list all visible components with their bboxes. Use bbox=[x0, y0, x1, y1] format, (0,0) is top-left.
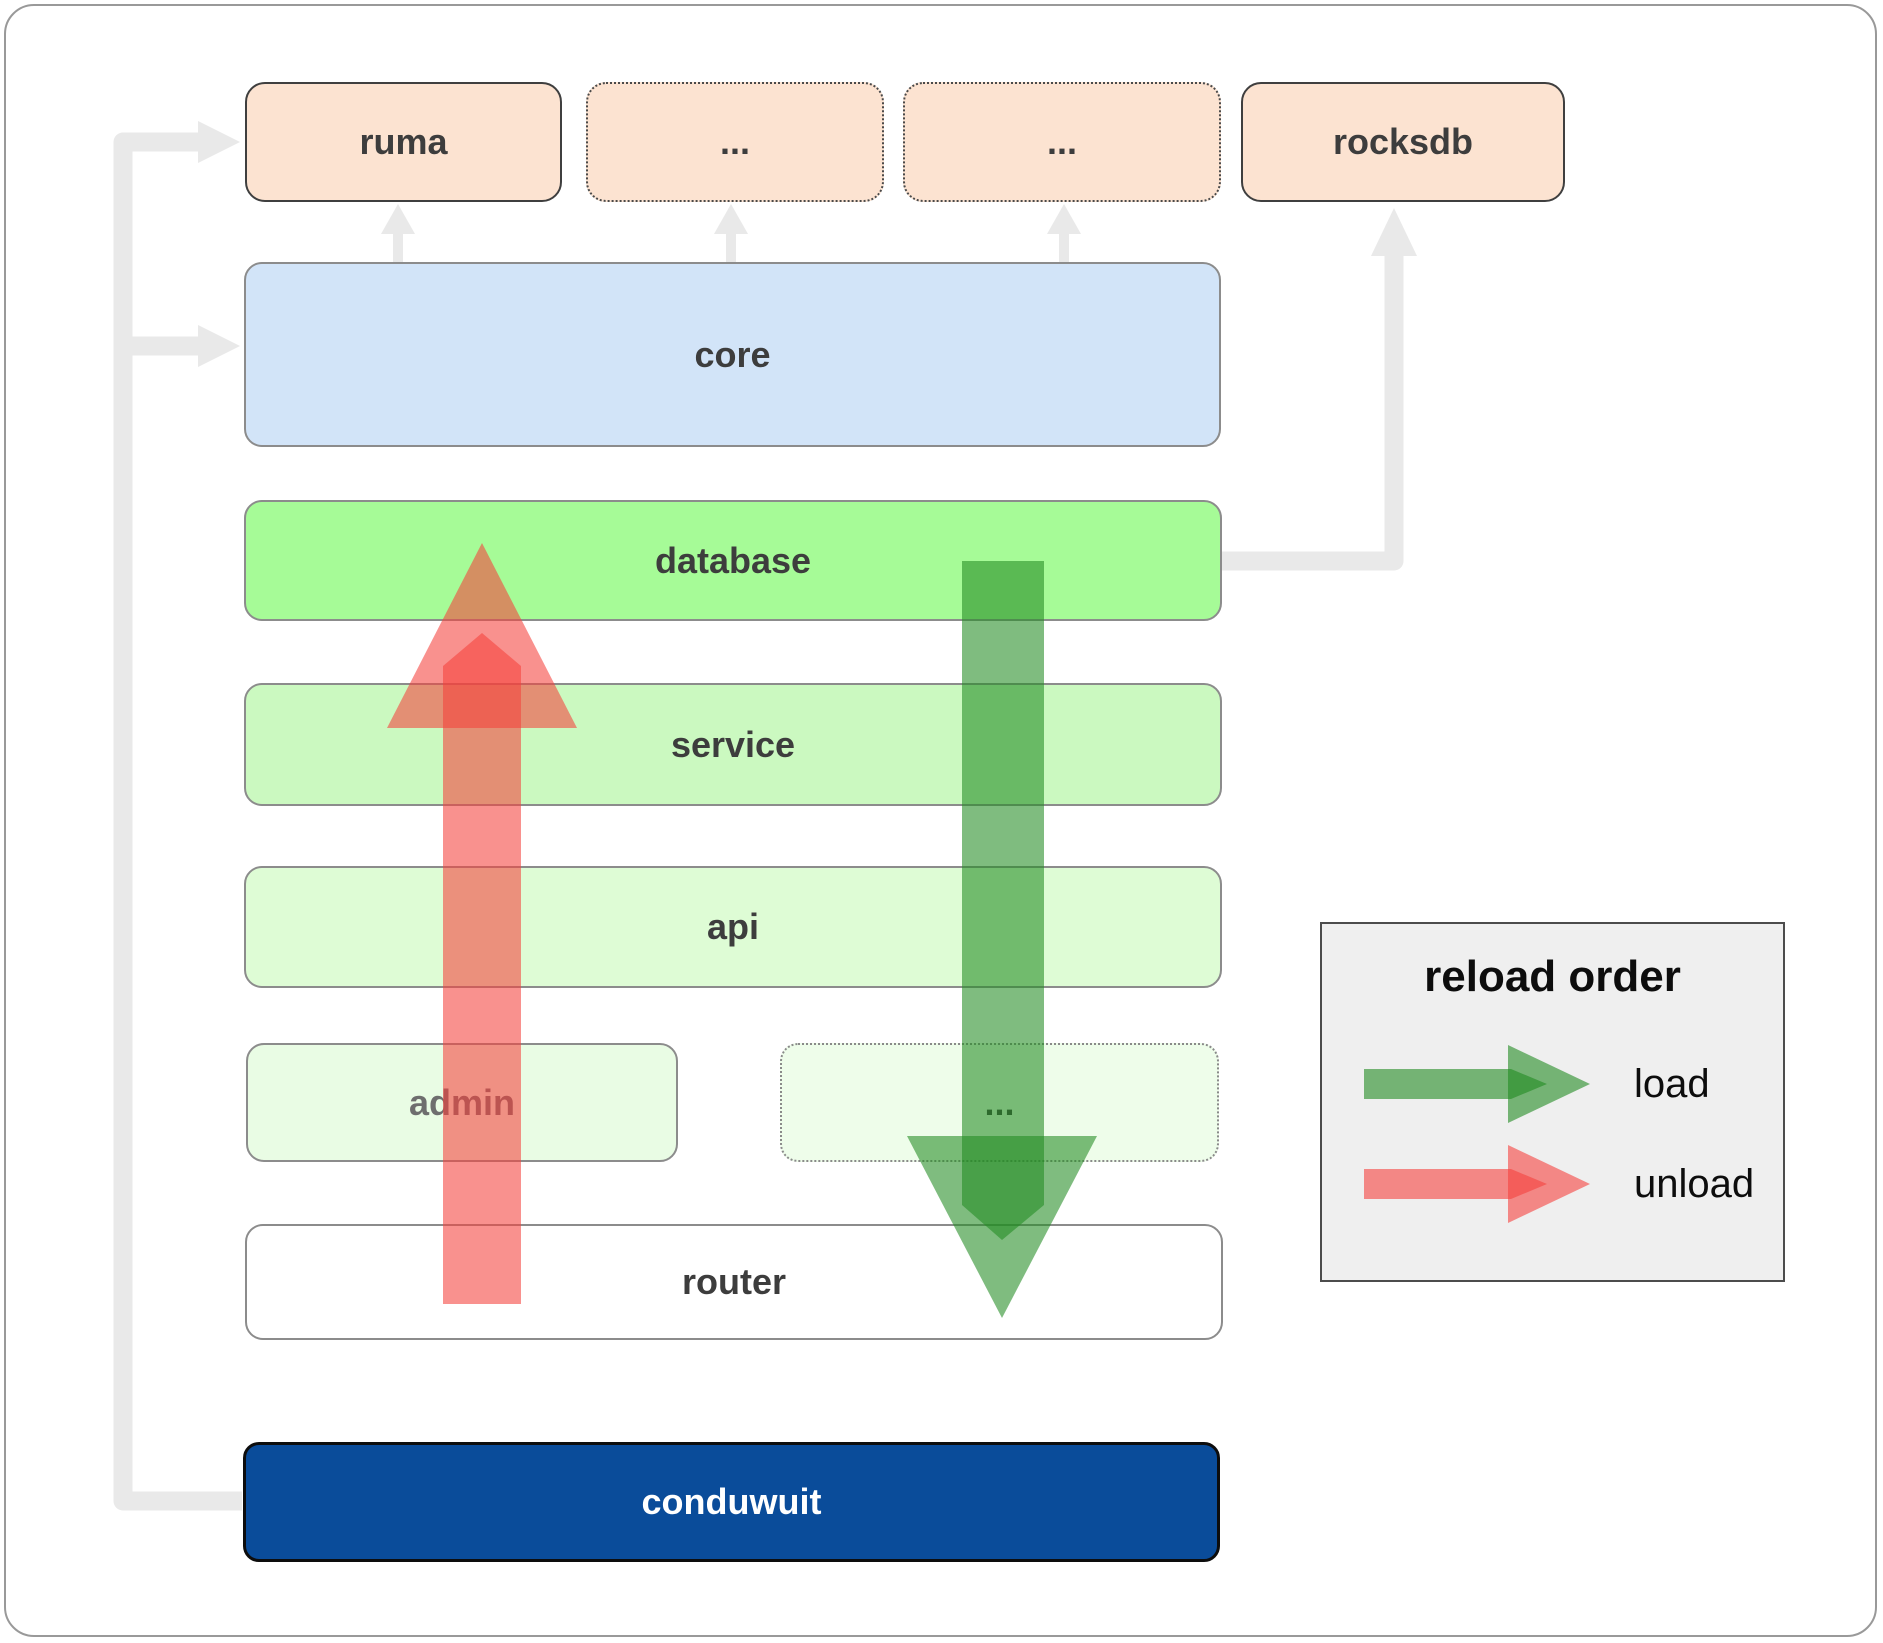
node-router: router bbox=[245, 1224, 1223, 1340]
legend-item-unload: unload bbox=[1364, 1142, 1754, 1226]
node-dots-lower: ... bbox=[780, 1043, 1219, 1162]
node-database: database bbox=[244, 500, 1222, 621]
legend: reload order load unload bbox=[1320, 922, 1785, 1282]
outer-frame bbox=[4, 4, 1877, 1637]
load-arrow-icon bbox=[1364, 1045, 1590, 1123]
legend-item-load: load bbox=[1364, 1042, 1710, 1126]
node-ruma: ruma bbox=[245, 82, 562, 202]
legend-title: reload order bbox=[1424, 952, 1681, 1001]
node-core: core bbox=[244, 262, 1221, 447]
node-conduwuit: conduwuit bbox=[243, 1442, 1220, 1562]
unload-arrow-icon bbox=[1364, 1145, 1590, 1223]
node-admin: admin bbox=[246, 1043, 678, 1162]
legend-load-label: load bbox=[1634, 1061, 1710, 1106]
node-rocksdb: rocksdb bbox=[1241, 82, 1565, 202]
node-dots-top-1: ... bbox=[586, 82, 884, 202]
node-dots-top-2: ... bbox=[903, 82, 1221, 202]
node-api: api bbox=[244, 866, 1222, 988]
legend-unload-label: unload bbox=[1634, 1161, 1755, 1206]
node-service: service bbox=[244, 683, 1222, 806]
